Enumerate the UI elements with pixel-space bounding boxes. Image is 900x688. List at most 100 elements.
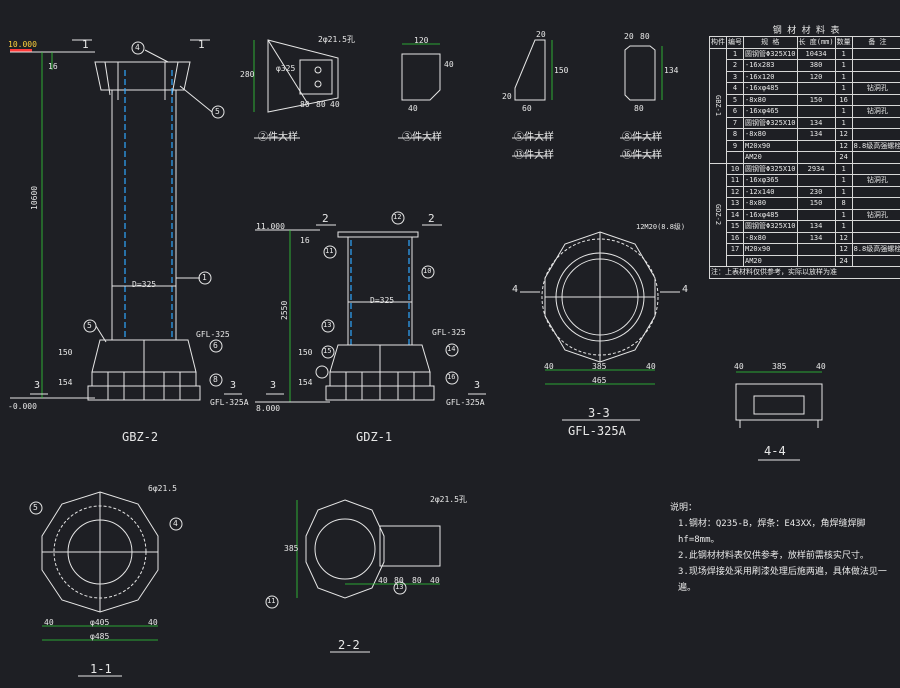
s44-dim-mid: 385 xyxy=(772,362,787,371)
section-4-4 xyxy=(735,371,823,461)
table-cell-len: 120 xyxy=(796,70,836,83)
table-cell-len: 230 xyxy=(796,185,836,198)
table-cell-spec: -8x80 xyxy=(743,231,798,244)
table-cell-note xyxy=(851,162,900,175)
gbz2-callout-6: 6 xyxy=(213,341,218,350)
gbz2-cut-left: 1 xyxy=(82,38,89,51)
table-cell-note xyxy=(851,197,900,210)
gbz2-dia: D=325 xyxy=(132,280,157,289)
table-cell-no: 1 xyxy=(726,47,744,60)
table-cell-note: 8.8级高强螺栓 xyxy=(851,139,900,152)
gbz2-cut-right: 1 xyxy=(198,38,205,51)
gdz1-dim-top: 16 xyxy=(300,236,310,245)
gdz1-callout-11: 11 xyxy=(325,247,334,255)
table-cell-no: 14 xyxy=(726,208,744,221)
table-cell-len: 134 xyxy=(796,116,836,129)
table-cell-spec: -16xφ485 xyxy=(743,208,798,221)
col-note: 备 注 xyxy=(851,36,900,49)
table-cell-spec: -8x80 xyxy=(743,128,798,141)
table-cell-qty: 1 xyxy=(834,82,853,95)
gdz1-base: GFL-325 xyxy=(432,328,466,337)
gdz1-callout-16: 16 xyxy=(447,373,456,381)
detail-5-sub: ⑬件大样 xyxy=(514,150,554,161)
table-cell-spec: M20x90 xyxy=(743,243,798,256)
table-cell-qty: 1 xyxy=(834,116,853,129)
table-cell-spec: -8x80 xyxy=(743,197,798,210)
gbz2-label: GBZ-2 xyxy=(122,430,159,444)
detail-5-top: 20 xyxy=(536,30,546,39)
table-cell-len xyxy=(796,139,836,152)
table-cell-spec: -16x283 xyxy=(743,59,798,72)
table-cell-len: 150 xyxy=(796,93,836,106)
table-cell-qty: 24 xyxy=(834,151,853,164)
detail-8-top-a: 20 xyxy=(624,32,634,41)
table-cell-spec: -16xφ365 xyxy=(743,174,798,187)
table-cell-qty: 24 xyxy=(834,254,853,267)
gbz2-callout-4: 4 xyxy=(135,43,140,52)
s22-dim-d: 40 xyxy=(430,576,440,585)
table-cell-spec: M20x90 xyxy=(743,139,798,152)
detail-5-height: 150 xyxy=(554,66,569,75)
table-cell-spec: -8x80 xyxy=(743,93,798,106)
gbz2-callout-5b: 5 xyxy=(87,321,92,330)
gbz2-sec3-right: 3 xyxy=(230,380,237,391)
table-cell-len xyxy=(796,174,836,187)
gdz1-top-elev: 11.000 xyxy=(256,222,285,231)
table-cell-no: 11 xyxy=(726,174,744,187)
table-cell-no: 5 xyxy=(726,93,744,106)
detail-8-label: ⑧件大样 xyxy=(622,132,662,143)
table-cell-len xyxy=(796,254,836,267)
table-cell-note xyxy=(851,70,900,83)
table-cell-no: 3 xyxy=(726,70,744,83)
s11-dim-total: φ485 xyxy=(90,632,110,641)
gbz2-elevation xyxy=(10,39,242,401)
table-cell-spec: -16xφ465 xyxy=(743,105,798,118)
table-cell-spec: -16x120 xyxy=(743,70,798,83)
s22-dim-c: 80 xyxy=(412,576,422,585)
s11-dim-left: 40 xyxy=(44,618,54,627)
table-cell-no xyxy=(726,254,744,267)
table-cell-len: 380 xyxy=(796,59,836,72)
table-cell-note xyxy=(851,128,900,141)
table-cell-note xyxy=(851,93,900,106)
table-cell-qty: 1 xyxy=(834,220,853,233)
table-cell-note xyxy=(851,231,900,244)
gdz1-base2: GFL-325A xyxy=(446,398,485,407)
table-cell-no: 12 xyxy=(726,185,744,198)
table-cell-len xyxy=(796,105,836,118)
s22-height: 385 xyxy=(284,544,299,553)
detail-8 xyxy=(620,45,663,157)
detail-5-left: 20 xyxy=(502,92,512,101)
table-cell-qty: 1 xyxy=(834,47,853,60)
s11-callout-5: 5 xyxy=(33,503,38,512)
gbz2-base: GFL-325 xyxy=(196,330,230,339)
table-cell-qty: 12 xyxy=(834,128,853,141)
s11-callout-4: 4 xyxy=(173,519,178,528)
gbz2-dim-bot: 154 xyxy=(58,378,73,387)
gdz1-dia: D=325 xyxy=(370,296,395,305)
notes-item-1: 1.钢材：Q235-B，焊条：E43XX，角焊缝焊脚 hf=8mm。 xyxy=(678,519,866,545)
table-cell-qty: 12 xyxy=(834,231,853,244)
s22-dim-b: 80 xyxy=(394,576,404,585)
table-footnote: 注：上表材料仅供参考，实际以放样为准 xyxy=(708,266,900,279)
table-cell-spec: AM20 xyxy=(743,254,798,267)
table-cell-no: 9 xyxy=(726,139,744,152)
table-cell-no: 13 xyxy=(726,197,744,210)
gdz1-sec3-right: 3 xyxy=(474,380,481,391)
s33-dim-right: 40 xyxy=(646,362,656,371)
s33-sub: GFL-325A xyxy=(568,424,626,438)
table-cell-qty: 1 xyxy=(834,70,853,83)
table-title: 钢 材 材 料 表 xyxy=(772,25,840,36)
table-cell-len xyxy=(796,151,836,164)
s11-hole: 6φ21.5 xyxy=(148,484,177,493)
table-cell-note: 钻洞孔 xyxy=(851,174,900,187)
gdz1-cut-left: 2 xyxy=(322,212,329,225)
